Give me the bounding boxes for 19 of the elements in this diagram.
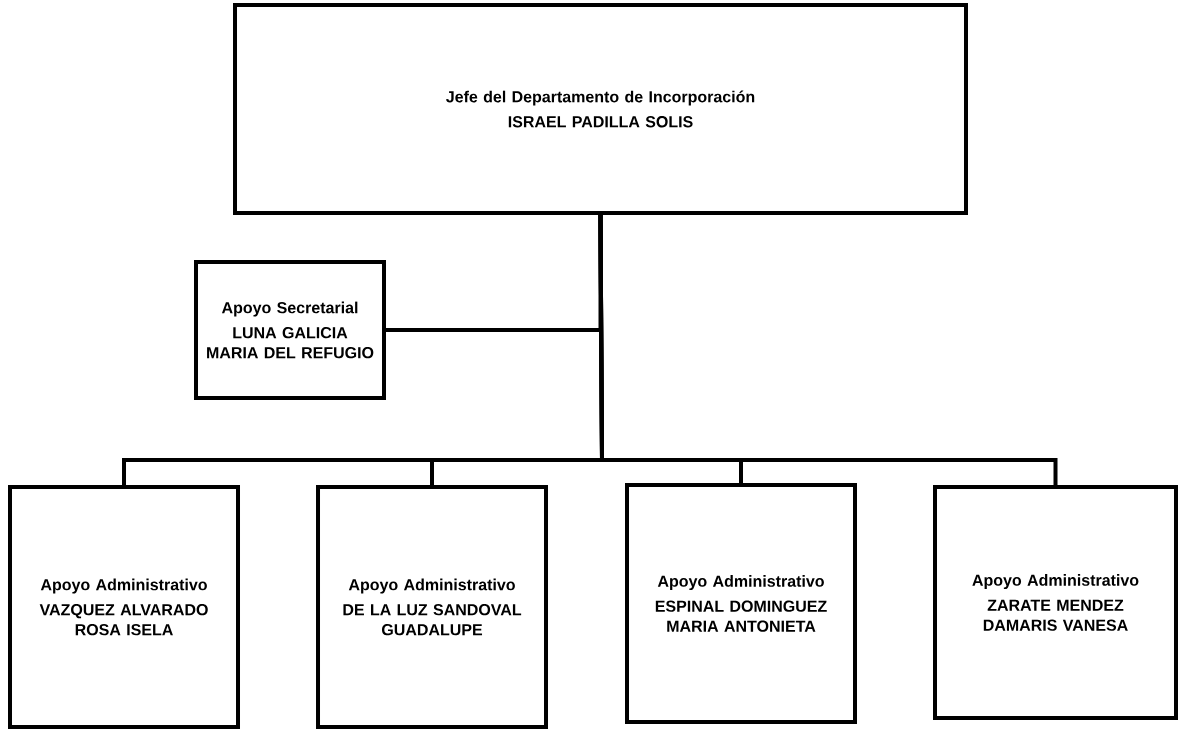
person-name: ZARATE MENDEZ DAMARIS VANESA — [983, 599, 1128, 631]
person-name: LUNA GALICIA MARIA DEL REFUGIO — [207, 327, 374, 359]
org-box — [933, 485, 1178, 720]
job-title: Apoyo Administrativo — [972, 574, 1139, 590]
person-name: ISRAEL PADILLA SOLIS — [508, 116, 693, 128]
person-name: ESPINAL DOMINGUEZ MARIA ANTONIETA — [655, 600, 827, 632]
person-name: DE LA LUZ SANDOVAL GUADALUPE — [343, 604, 522, 636]
person-name: VAZQUEZ ALVARADO ROSA ISELA — [39, 604, 208, 636]
org-box — [8, 485, 240, 729]
org-box — [625, 483, 857, 724]
connector-line — [598, 214, 1058, 485]
org-box — [316, 485, 548, 729]
org-box — [233, 3, 968, 215]
job-title: Apoyo Administrativo — [40, 578, 207, 594]
job-title: Jefe del Departamento de Incorporación — [446, 90, 755, 106]
job-title: Apoyo Secretarial — [221, 301, 358, 317]
job-title: Apoyo Administrativo — [348, 578, 515, 594]
job-title: Apoyo Administrativo — [657, 575, 824, 591]
org-box — [194, 260, 386, 400]
